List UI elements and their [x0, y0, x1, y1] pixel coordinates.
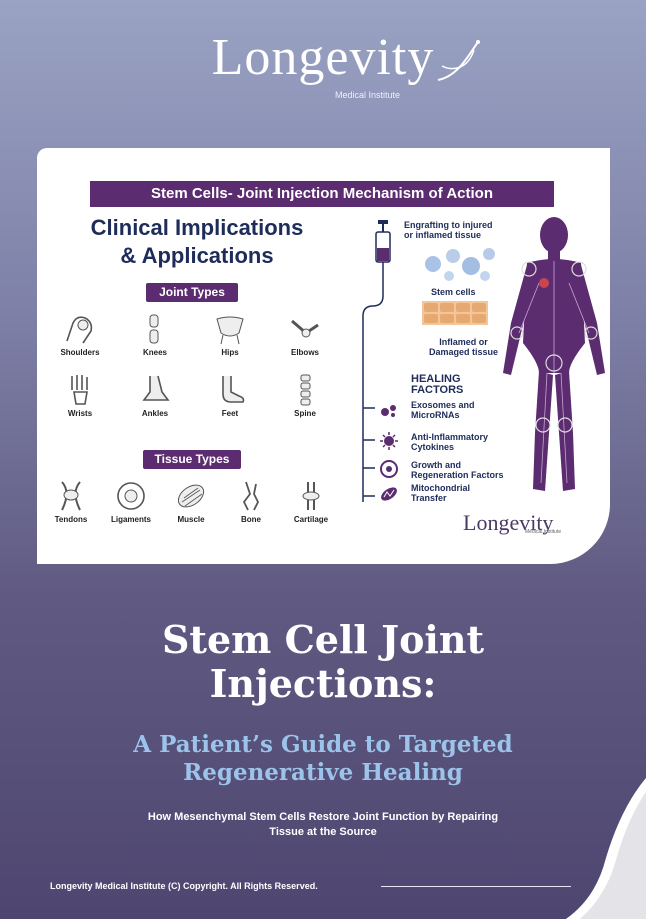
tissue-tendons: Tendons [41, 480, 101, 524]
infographic-card: Stem Cells- Joint Injection Mechanism of… [37, 148, 610, 564]
joint-feet: Feet [200, 374, 260, 418]
factor-cytokines: Anti-Inflammatory Cytokines [411, 432, 489, 452]
flow-connector-lines [362, 276, 384, 502]
wrist-icon [71, 375, 88, 405]
tendon-icon [61, 481, 81, 511]
page-description: How Mesenchymal Stem Cells Restore Joint… [147, 811, 499, 838]
clinical-title: Clinical Implications & Applications [90, 215, 304, 268]
page-title: Stem Cell Joint Injections: [161, 617, 485, 706]
muscle-icon [177, 484, 205, 508]
joint-wrists: Wrists [50, 374, 110, 418]
factor-growth: Growth and Regeneration Factors [411, 460, 504, 480]
tissue-bone: Bone [221, 480, 281, 524]
brand-logo: Longevity Medical Institute [0, 29, 646, 101]
copyright-text: Longevity Medical Institute (C) Copyrigh… [50, 881, 318, 891]
cytokines-icon [380, 432, 398, 450]
exosomes-icon [381, 405, 396, 417]
shoulder-icon [66, 316, 93, 344]
joint-hips: Hips [200, 313, 260, 357]
infographic-banner: Stem Cells- Joint Injection Mechanism of… [90, 181, 554, 207]
joint-ankles: Ankles [125, 374, 185, 418]
joint-spine: Spine [275, 374, 335, 418]
joint-shoulders: Shoulders [50, 313, 110, 357]
factor-exosomes: Exosomes and MicroRNAs [411, 400, 475, 420]
joint-types-label: Joint Types [146, 283, 238, 302]
page-subtitle: A Patient’s Guide to Targeted Regenerati… [133, 731, 513, 786]
joint-knees: Knees [125, 313, 185, 357]
spine-icon [300, 374, 311, 406]
dna-logo-icon [437, 40, 480, 81]
cartilage-icon [302, 482, 320, 510]
healing-factors-heading: HEALING FACTORS [411, 373, 464, 396]
mitochondria-icon [381, 487, 397, 501]
card-logo-wordmark: Longevity [463, 510, 554, 535]
tissue-types-label: Tissue Types [143, 450, 241, 469]
logo-wordmark: Longevity [211, 29, 435, 86]
joint-elbows: Elbows [275, 313, 335, 357]
tissue-muscle: Muscle [161, 480, 221, 524]
inflamed-label: Inflamed or Damaged tissue [429, 337, 499, 357]
hip-icon [216, 316, 244, 345]
tissue-cartilage: Cartilage [281, 480, 341, 524]
page-curl[interactable] [566, 778, 646, 919]
ankle-icon [142, 375, 170, 401]
engraft-label: Engrafting to injured or inflamed tissue [404, 220, 493, 240]
ligament-icon [117, 482, 145, 510]
stem-cells-label: Stem cells [431, 287, 476, 297]
footer-divider [381, 886, 571, 887]
bone-icon [242, 481, 260, 511]
human-body-illustration [503, 217, 605, 491]
knee-icon [149, 314, 159, 344]
card-logo-subtitle: Medical Institute [525, 529, 562, 535]
elbow-icon [291, 319, 319, 338]
growth-factors-icon [380, 460, 398, 478]
tissue-cells-illustration [422, 301, 488, 325]
stem-cells-illustration [425, 248, 495, 281]
factor-mitochondria: Mitochondrial Transfer [411, 483, 470, 503]
foot-icon [222, 376, 245, 403]
logo-subtitle: Medical Institute [335, 90, 401, 100]
tissue-ligaments: Ligaments [101, 480, 161, 524]
syringe-icon [375, 220, 391, 276]
